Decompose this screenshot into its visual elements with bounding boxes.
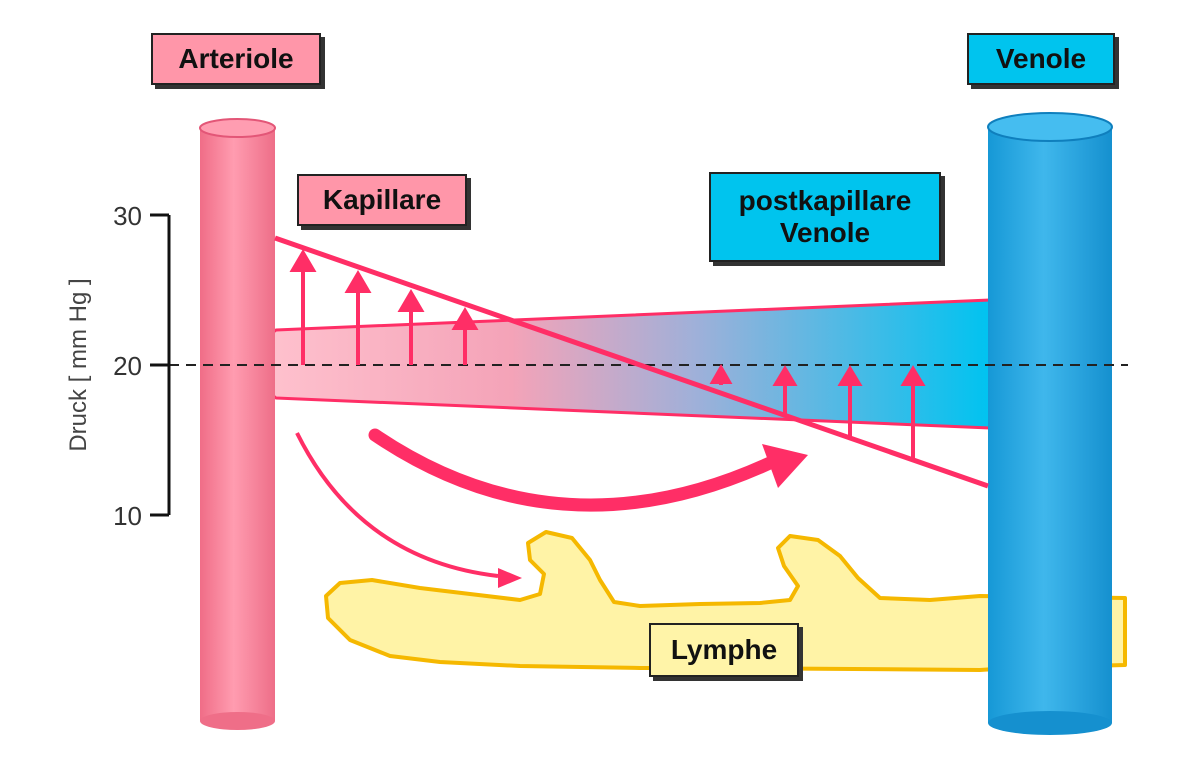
lymphe-label-text: Lymphe: [670, 633, 778, 665]
pressure-axis: [150, 213, 171, 517]
postkapillaere-label-line2: Venole: [779, 217, 871, 248]
lymphe-label: Lymphe: [649, 623, 799, 677]
venole-label-text: Venole: [995, 42, 1087, 74]
tick-label-20: 20: [113, 351, 142, 381]
kapillare-label: Kapillare: [297, 174, 467, 226]
lymph-vessel: [324, 530, 1127, 672]
postkapillaere-venole-label: postkapillare Venole: [709, 172, 941, 262]
bulk-flow-arrow: [368, 428, 808, 512]
lymph-drainage-arrow: [295, 432, 522, 588]
kapillare-label-text: Kapillare: [322, 183, 442, 215]
arteriole-label: Arteriole: [151, 33, 321, 85]
venole-label: Venole: [967, 33, 1115, 85]
tick-label-10: 10: [113, 501, 142, 531]
arteriole-vessel: [199, 118, 276, 730]
arteriole-label-text: Arteriole: [178, 42, 294, 74]
postkapillaere-label-line1: postkapillare: [738, 184, 912, 216]
filtration-arrows: [289, 249, 479, 365]
tick-label-30: 30: [113, 201, 142, 231]
axis-title: Druck [ mm Hg ]: [65, 278, 92, 451]
reabsorption-arrows: [709, 363, 926, 458]
venole-vessel: [987, 112, 1113, 735]
pressure-line: [274, 235, 989, 489]
